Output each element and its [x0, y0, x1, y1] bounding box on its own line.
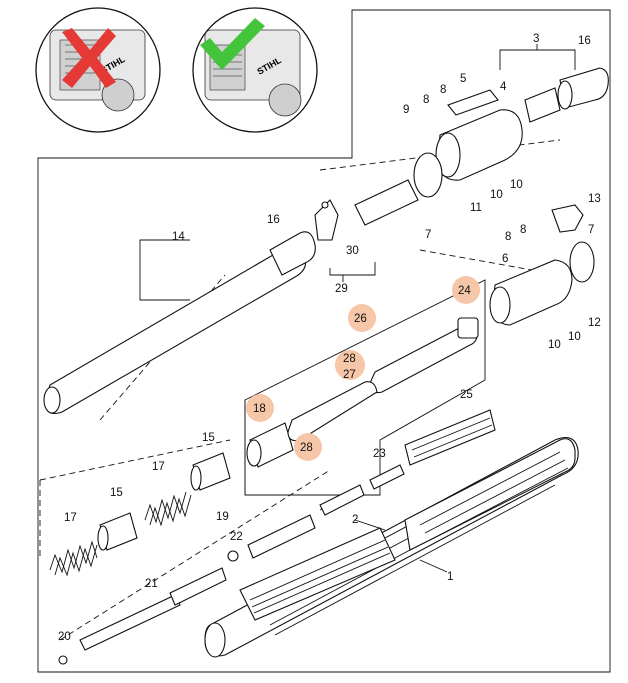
diagram-frame [37, 9, 611, 673]
label-6: 6 [502, 253, 508, 265]
label-15b: 15 [110, 487, 123, 499]
label-4: 4 [500, 81, 507, 93]
label-20: 20 [58, 631, 71, 643]
highlight-18 [246, 394, 274, 422]
label-8c: 8 [505, 231, 511, 243]
highlight-24 [452, 276, 480, 304]
part-shaft-tube-top [354, 179, 419, 226]
part-15-collar-upper [190, 452, 231, 491]
part-21-shaft [58, 567, 227, 665]
label-14: 14 [172, 231, 185, 243]
highlight-28b [294, 433, 322, 461]
label-7a: 7 [425, 229, 431, 241]
part-22-ring [227, 550, 239, 562]
label-19: 19 [216, 511, 229, 523]
label-24: 24 [458, 285, 471, 297]
part-29-clamp [314, 199, 339, 241]
label-11: 11 [470, 202, 482, 214]
red-x-icon [62, 28, 116, 88]
label-10c: 10 [568, 331, 581, 343]
part-5-plate [447, 89, 499, 116]
label-21: 21 [145, 578, 158, 590]
label-30: 30 [346, 245, 359, 257]
part-14-tube [43, 231, 316, 415]
part-4-gear-housing [435, 67, 609, 181]
part-18-bushing [246, 422, 294, 468]
label-2: 2 [352, 514, 358, 526]
part-1-sleeve [404, 438, 576, 551]
label-12: 12 [588, 317, 601, 329]
label-15a: 15 [202, 432, 215, 444]
highlight-26 [348, 304, 376, 332]
part-23-shaft [369, 464, 405, 490]
part-17-spring-lower [49, 540, 98, 577]
part-2-sleeve [239, 527, 396, 621]
part-shaft-tube-mid [287, 381, 378, 442]
label-10a: 10 [510, 179, 523, 191]
label-7b: 7 [588, 224, 594, 236]
label-29: 29 [335, 283, 348, 295]
label-18: 18 [253, 403, 266, 415]
label-8b: 8 [440, 84, 446, 96]
green-check-icon [200, 18, 265, 70]
label-16b: 16 [267, 214, 280, 226]
label-13: 13 [588, 193, 601, 205]
label-17b: 17 [64, 512, 77, 524]
label-25: 25 [460, 389, 473, 401]
label-23: 23 [373, 448, 386, 460]
label-27: 27 [343, 369, 356, 381]
part-24-bushing [457, 317, 479, 339]
part-13-knob [551, 204, 584, 233]
label-8d: 8 [520, 224, 526, 236]
label-10d: 10 [548, 339, 561, 351]
label-5: 5 [460, 73, 466, 85]
label-9: 9 [403, 104, 409, 116]
label-3: 3 [533, 33, 539, 45]
wrong-example-thumbnail: STIHL [35, 7, 161, 133]
part-6-clamp [489, 259, 573, 326]
part-17-spring-upper [144, 491, 192, 527]
label-1: 1 [447, 571, 453, 583]
part-19-shaft [247, 484, 365, 559]
label-28b: 28 [300, 442, 313, 454]
label-17a: 17 [152, 461, 165, 473]
part-15-collar-lower [97, 512, 138, 551]
label-10b: 10 [490, 189, 503, 201]
part-7-o-ring [413, 152, 595, 283]
label-8a: 8 [423, 94, 429, 106]
label-28a: 28 [343, 353, 356, 365]
part-25-sleeve [404, 409, 496, 466]
correct-example-thumbnail: STIHL [192, 7, 318, 133]
label-26: 26 [354, 313, 367, 325]
label-16a: 16 [578, 35, 591, 47]
highlight-28-27 [335, 350, 365, 380]
label-22: 22 [230, 531, 243, 543]
